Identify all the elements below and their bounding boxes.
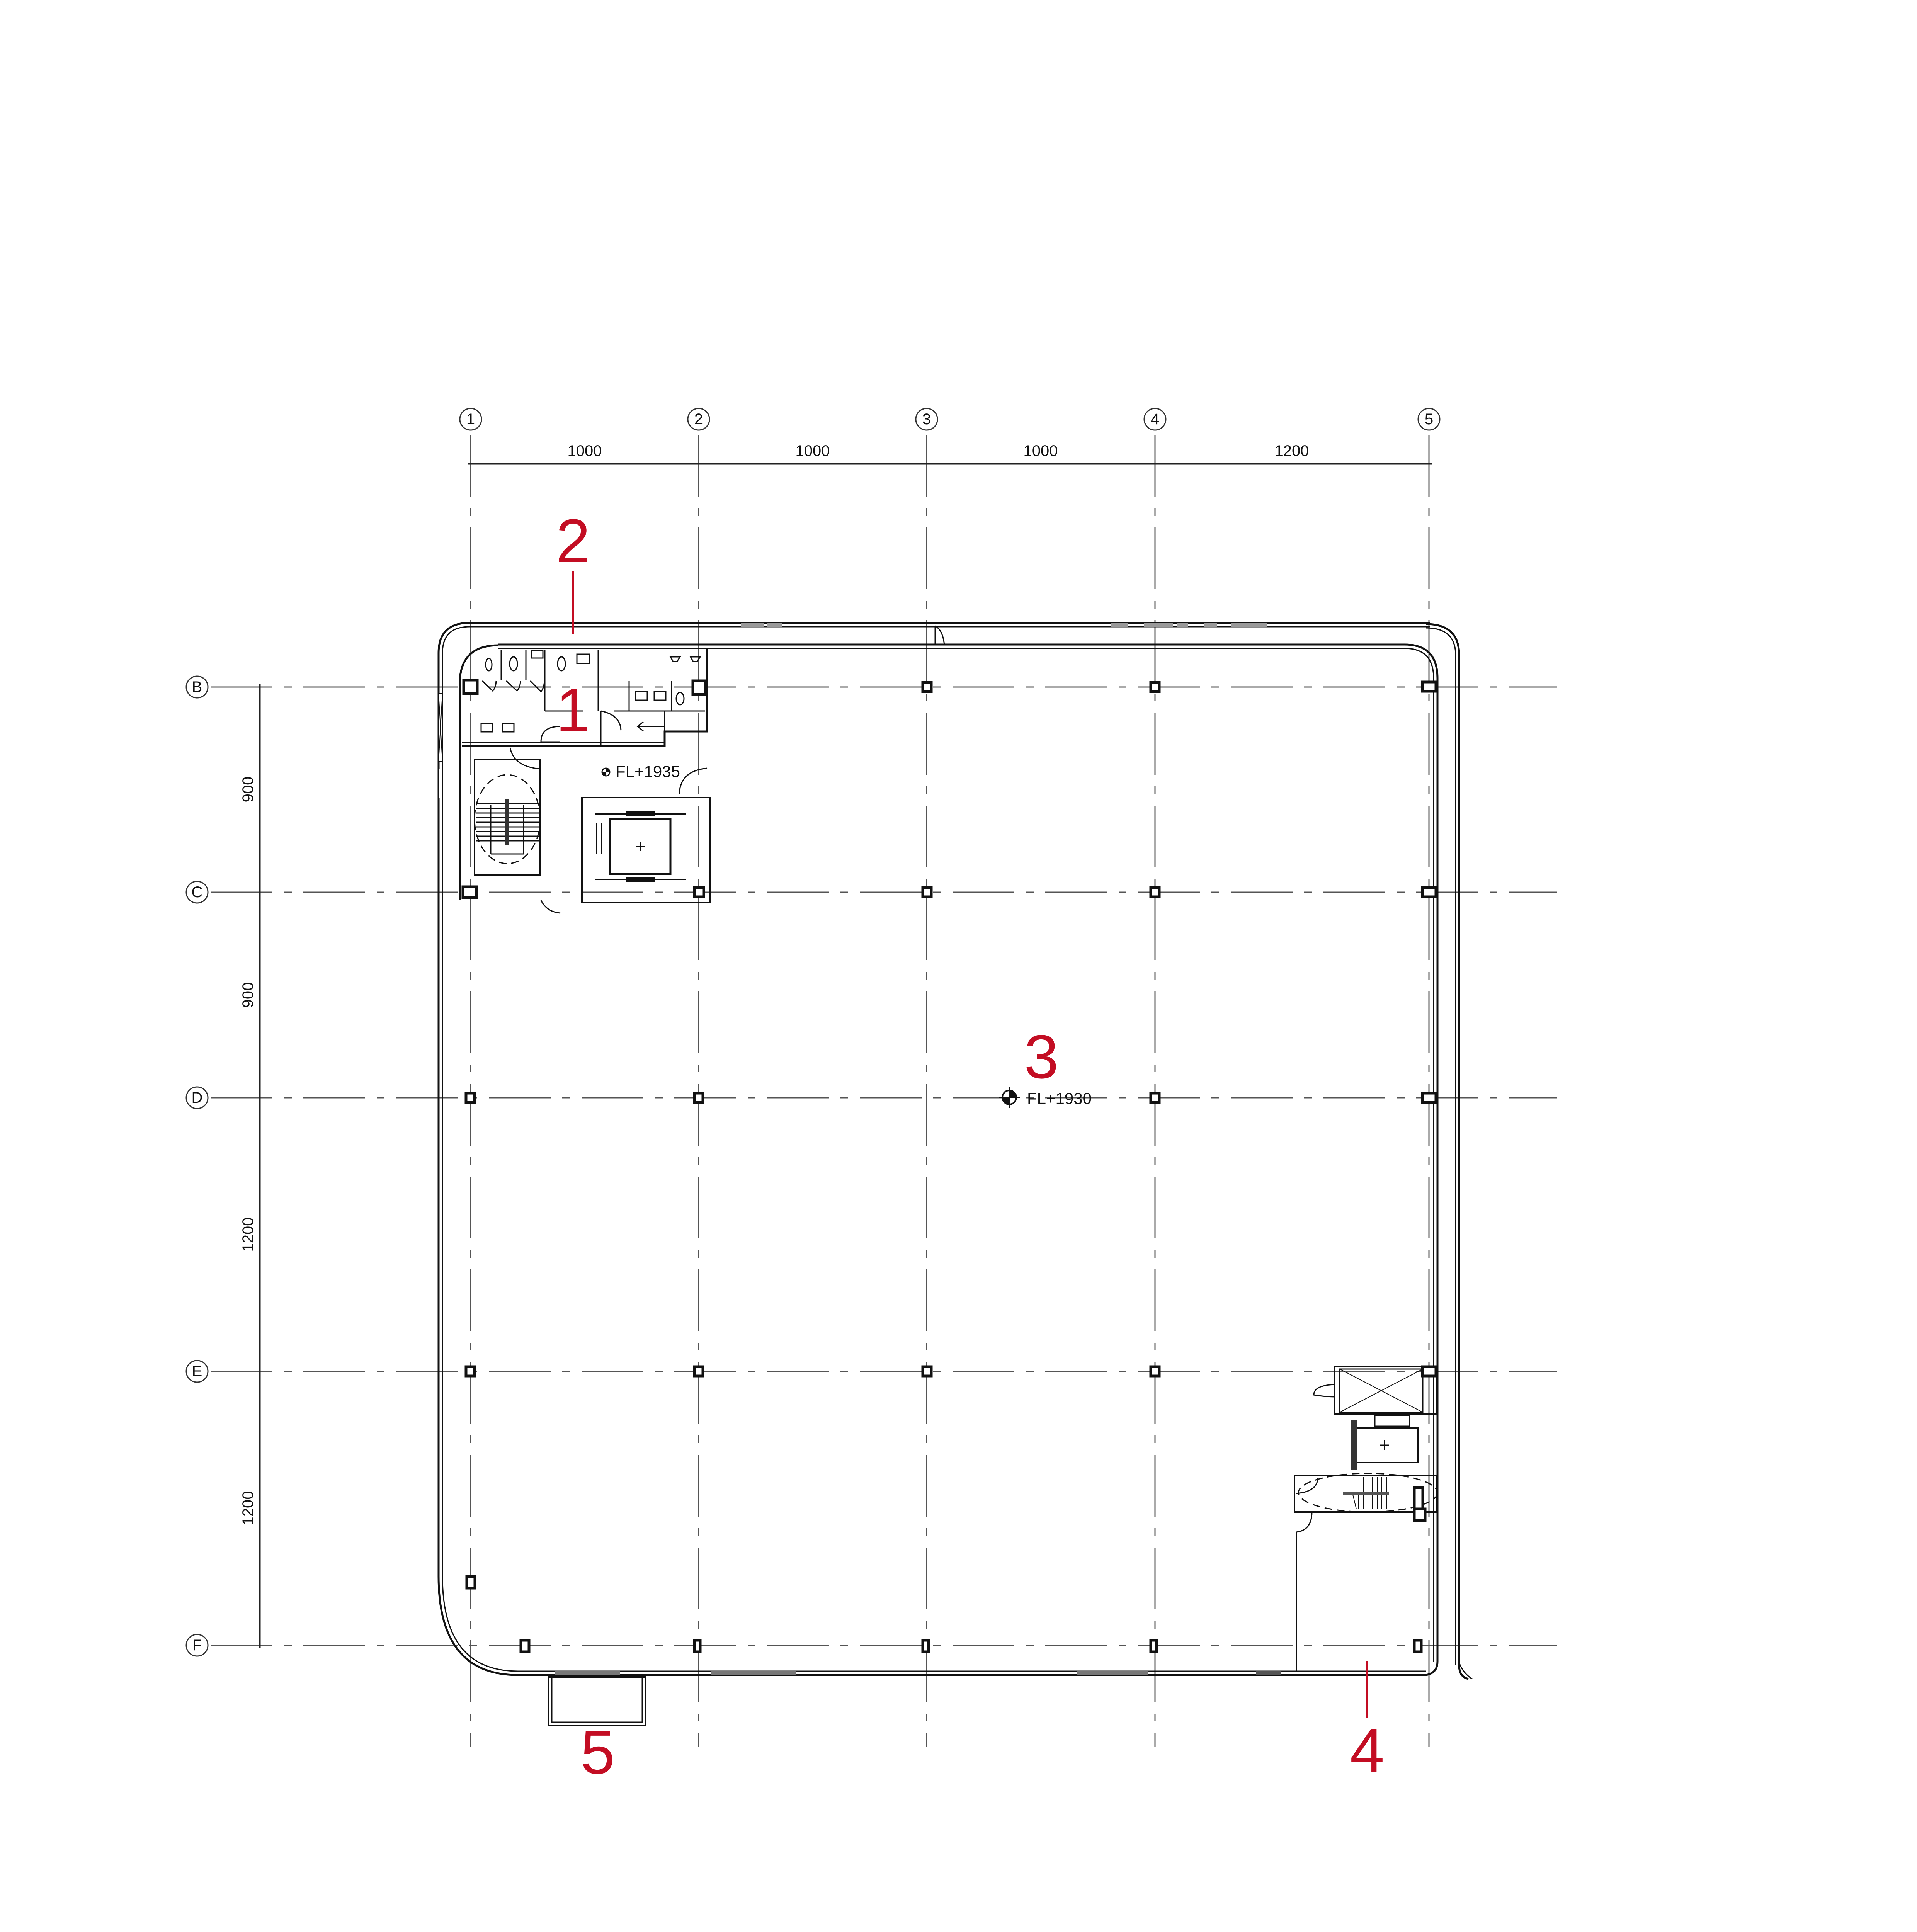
dim-E-F: 1200 bbox=[240, 1491, 257, 1526]
room-tag-1: 1 bbox=[556, 675, 590, 745]
balcony-outline bbox=[548, 1676, 646, 1726]
dim-1-2: 1000 bbox=[568, 442, 602, 459]
vertical-grid-lines bbox=[470, 435, 1430, 1747]
svg-text:1: 1 bbox=[466, 411, 475, 428]
svg-text:FL+1935: FL+1935 bbox=[616, 762, 680, 781]
room-tag-3: 3 bbox=[1024, 1022, 1059, 1091]
exterior-walls bbox=[437, 622, 1473, 1680]
room-tags: 2 1 3 4 5 bbox=[556, 506, 1385, 1787]
svg-text:FL+1930: FL+1930 bbox=[1027, 1089, 1092, 1107]
svg-text:C: C bbox=[192, 884, 203, 901]
dim-4-5: 1200 bbox=[1275, 442, 1309, 459]
top-axis-bubbles: 1 2 3 4 5 1000 1000 1000 1200 bbox=[459, 408, 1441, 465]
room-tag-5: 5 bbox=[581, 1718, 615, 1787]
svg-text:2: 2 bbox=[694, 411, 703, 428]
bottom-windows bbox=[555, 1671, 1281, 1675]
axis-bubble-C: C bbox=[185, 881, 209, 904]
level-marker-core: FL+1935 bbox=[600, 762, 680, 781]
axis-bubble-3: 3 bbox=[915, 408, 938, 431]
dim-2-3: 1000 bbox=[796, 442, 830, 459]
structural-columns bbox=[461, 680, 1437, 1653]
horizontal-grid-lines bbox=[211, 686, 1557, 1646]
stair-nw bbox=[474, 747, 541, 876]
axis-bubble-1: 1 bbox=[459, 408, 482, 431]
dim-C-D: 900 bbox=[240, 982, 257, 1008]
axis-bubble-B: B bbox=[185, 675, 209, 699]
svg-text:E: E bbox=[192, 1363, 202, 1380]
axis-bubble-5: 5 bbox=[1417, 408, 1441, 431]
room-tag-4: 4 bbox=[1350, 1716, 1385, 1785]
axis-bubble-4: 4 bbox=[1143, 408, 1167, 431]
axis-bubble-2: 2 bbox=[687, 408, 710, 431]
axis-bubble-F: F bbox=[185, 1634, 209, 1657]
svg-text:D: D bbox=[192, 1089, 203, 1106]
elevator-nw bbox=[581, 767, 711, 903]
svg-text:F: F bbox=[192, 1637, 202, 1654]
dim-D-E: 1200 bbox=[240, 1218, 257, 1252]
top-windows bbox=[741, 623, 1267, 627]
svg-text:B: B bbox=[192, 679, 202, 696]
left-axis-bubbles: B C D E F 900 900 1200 1200 bbox=[185, 675, 261, 1657]
left-windows bbox=[438, 693, 443, 798]
svg-text:5: 5 bbox=[1425, 411, 1433, 428]
storage-core bbox=[1294, 1366, 1439, 1676]
svg-text:3: 3 bbox=[922, 411, 931, 428]
restroom-core: FL+1935 bbox=[462, 649, 711, 914]
room-tag-2: 2 bbox=[556, 506, 590, 575]
axis-bubble-D: D bbox=[185, 1086, 209, 1109]
svg-text:4: 4 bbox=[1151, 411, 1159, 428]
dim-3-4: 1000 bbox=[1024, 442, 1058, 459]
dim-B-C: 900 bbox=[240, 777, 257, 803]
axis-bubble-E: E bbox=[185, 1360, 209, 1383]
level-marker-main: FL+1930 bbox=[999, 1087, 1092, 1108]
